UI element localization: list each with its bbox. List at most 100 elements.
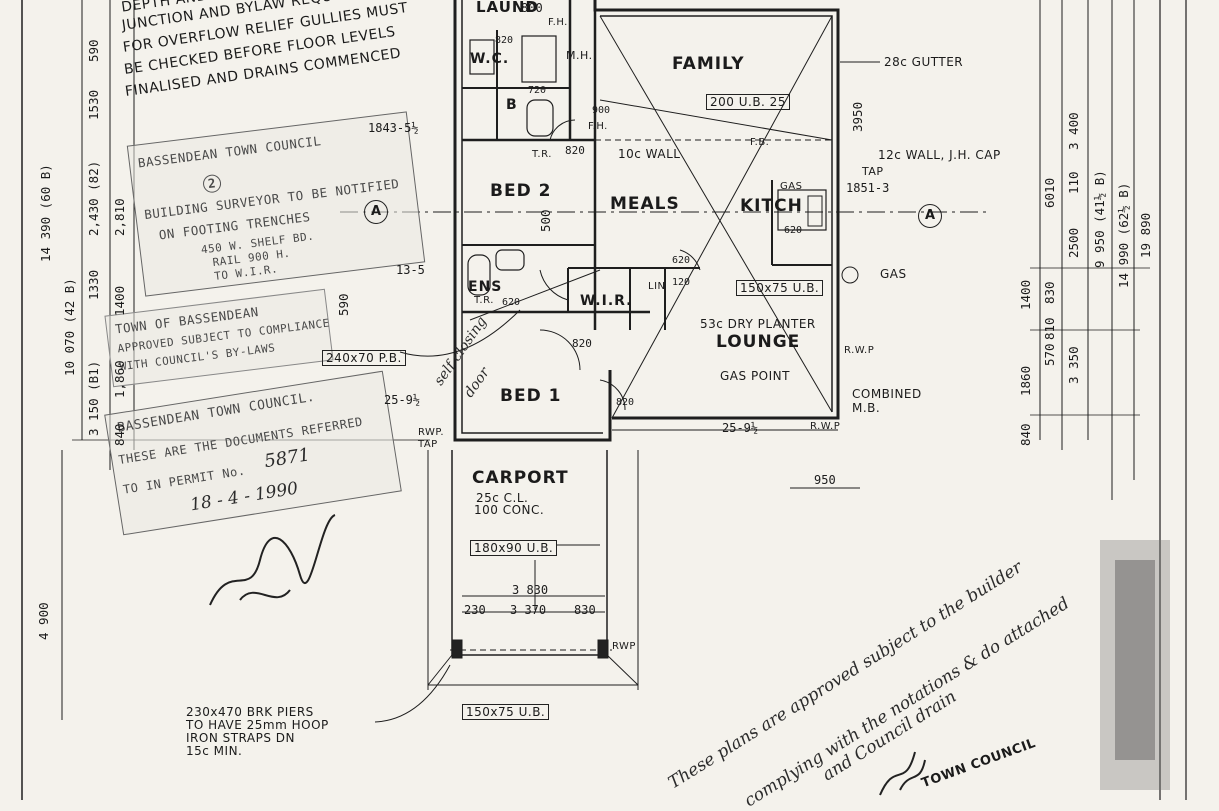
dim-620-kitch: 620 xyxy=(784,225,803,236)
scan-shadow xyxy=(1100,540,1170,790)
dim-720: 720 xyxy=(528,85,547,96)
wc-fixture xyxy=(469,39,495,75)
room-family: FAMILY xyxy=(672,54,745,74)
note-fh-mid: F.H. xyxy=(588,121,608,132)
hot-plate xyxy=(807,195,823,227)
dim-840: 840 xyxy=(112,423,127,446)
note-rwp-bottom: R.W.P xyxy=(810,421,841,432)
dim-820-bed2: 820 xyxy=(565,144,585,157)
roof-line xyxy=(469,269,601,321)
note-wall-10c: 10c WALL xyxy=(618,147,681,161)
dim-230: 230 xyxy=(464,603,486,617)
dim-r1860: 1860 xyxy=(1018,365,1033,396)
dim-r1400: 1400 xyxy=(1018,279,1033,310)
outer-wall-right-inner xyxy=(600,15,833,412)
carport-slope xyxy=(427,654,453,686)
dim-r3350: 3 350 xyxy=(1066,346,1081,384)
room-kitchen: KITCH xyxy=(740,196,803,216)
grid-tag-left: A xyxy=(364,200,388,224)
room-bath: B xyxy=(506,97,518,113)
note-carport-conc: 100 CONC. xyxy=(474,503,545,517)
leader-line xyxy=(399,309,521,357)
dim-r3400: 3 400 xyxy=(1066,112,1081,150)
note-gas: GAS xyxy=(880,267,907,281)
laundry-trough xyxy=(521,35,557,83)
door-swing xyxy=(679,249,701,271)
room-bed2: BED 2 xyxy=(490,181,552,201)
dim-r810: 810 xyxy=(1042,317,1057,340)
signature-scribble xyxy=(209,514,336,606)
outer-wall-right xyxy=(593,0,840,420)
note-ub-carport: 180x90 U.B. xyxy=(470,540,558,556)
dim-620: 620 xyxy=(502,297,521,308)
note-piers-4: 15c MIN. xyxy=(186,744,243,758)
dim-r110: 110 xyxy=(1066,171,1081,194)
dim-620-lin: 620 xyxy=(672,255,691,266)
dim-25-9-bottom: 25-9½ xyxy=(722,421,759,435)
dim-1843: 1843-5½ xyxy=(368,121,419,135)
stamp-number: 2 xyxy=(202,173,223,194)
note-fh-top: F.H. xyxy=(548,17,568,28)
note-gas-point: GAS POINT xyxy=(720,369,790,383)
dim-r6010: 6010 xyxy=(1042,177,1057,208)
note-tap: TAP xyxy=(862,165,884,178)
ens-wc xyxy=(467,254,491,296)
dim-r19890: 19 890 xyxy=(1138,212,1153,258)
note-gutter: 28c GUTTER xyxy=(884,55,964,69)
note-piers-1: 230x470 BRK PIERS xyxy=(186,705,314,719)
dim-4900: 4 900 xyxy=(36,602,51,640)
room-linen: LIN xyxy=(648,281,666,292)
dim-1330: 1330 xyxy=(86,269,101,300)
dim-800: 800 xyxy=(521,1,543,15)
carport-outline xyxy=(451,450,608,656)
signature-scribble-2 xyxy=(879,751,926,796)
room-carport: CARPORT xyxy=(472,468,569,488)
dim-r14990: 14 990 (62½ B) xyxy=(1116,182,1131,288)
dim-120: 120 xyxy=(672,277,691,288)
kitchen-sink xyxy=(777,189,827,231)
dim-950: 950 xyxy=(814,473,836,487)
dim-1860: 1,860 xyxy=(112,360,127,398)
dim-500: 500 xyxy=(538,209,553,232)
room-ensuite: ENS xyxy=(468,279,503,295)
note-dry-planter: 53c DRY PLANTER xyxy=(700,317,816,331)
room-meals: MEALS xyxy=(610,194,680,214)
dim-900: 900 xyxy=(592,105,611,116)
ens-basin xyxy=(495,249,525,271)
dim-3830: 3 830 xyxy=(512,583,549,597)
dim-3370: 3 370 xyxy=(510,603,547,617)
note-mh: M.H. xyxy=(566,49,593,62)
dim-820-lounge: 820 xyxy=(616,397,635,408)
room-lounge: LOUNGE xyxy=(716,332,801,352)
dim-10070: 10 070 (42 B) xyxy=(62,278,77,376)
roof-line xyxy=(599,99,833,141)
note-ub-family: 200 U.B. 25 xyxy=(706,94,790,110)
dim-r840: 840 xyxy=(1018,423,1033,446)
room-wir: W.I.R. xyxy=(580,293,633,309)
dim-2430: 2,430 (82) xyxy=(86,160,101,236)
dim-820-bed1: 820 xyxy=(572,337,592,350)
note-piers-3: IRON STRAPS DN xyxy=(186,731,296,745)
note-gas-small: GAS xyxy=(780,181,803,192)
note-tr-ens: T.R. xyxy=(474,295,494,306)
note-rwp-carport: RWP xyxy=(612,641,636,652)
roof-line xyxy=(611,15,833,419)
note-mb: M.B. xyxy=(852,401,881,415)
dim-1530: 1530 xyxy=(86,89,101,120)
grid-tag-right: A xyxy=(918,204,942,228)
room-bed1: BED 1 xyxy=(500,386,562,406)
note-tr-bed2: T.R. xyxy=(532,149,552,160)
dim-r2500: 2500 xyxy=(1066,227,1081,258)
note-ub-bottom: 150x75 U.B. xyxy=(462,704,550,720)
note-wall-12c: 12c WALL, J.H. CAP xyxy=(878,148,1001,162)
permit-number: 5871 xyxy=(262,444,312,473)
door-swing xyxy=(599,379,626,411)
dim-1400: 1400 xyxy=(112,285,127,316)
outer-wall-left-inner xyxy=(461,0,603,434)
scan-shadow xyxy=(1115,560,1155,760)
dim-r830: 830 xyxy=(1042,281,1057,304)
dim-590b: 590 xyxy=(86,39,101,62)
gas-meter-symbol xyxy=(841,266,859,284)
dim-r570: 570 xyxy=(1042,343,1057,366)
